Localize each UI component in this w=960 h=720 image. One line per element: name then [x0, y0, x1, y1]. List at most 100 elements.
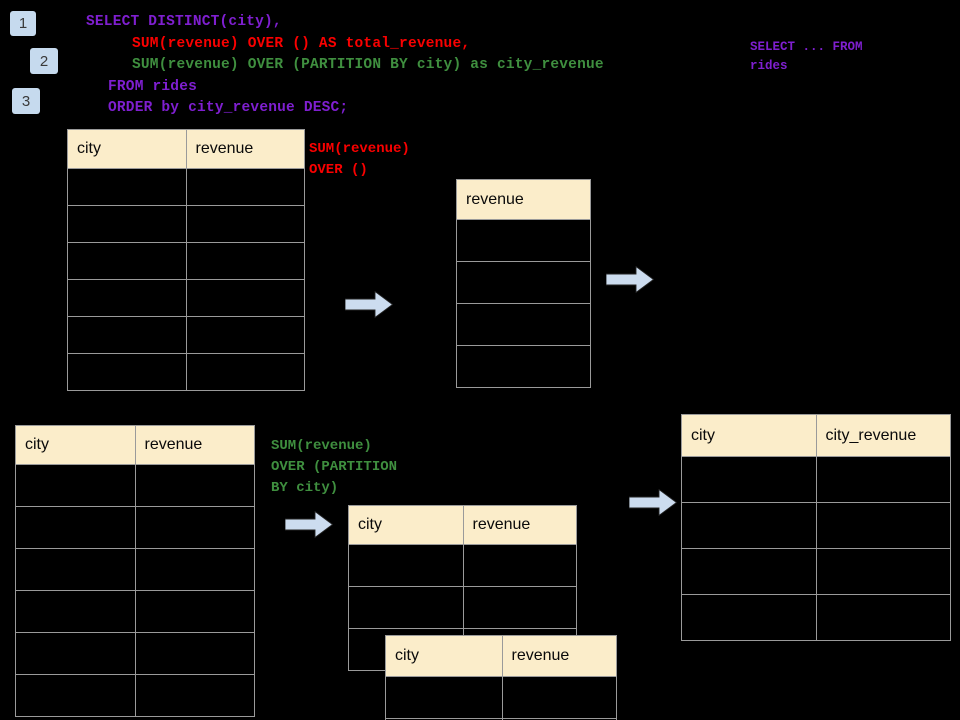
column-header-city: city — [681, 414, 817, 457]
table-cell-city — [67, 279, 187, 317]
table-cell-revenue — [185, 316, 305, 354]
table-cell-city — [15, 548, 136, 591]
table-cell-city — [67, 205, 187, 243]
table-cell-city — [15, 590, 136, 633]
table-cell-revenue — [501, 718, 617, 720]
column-header-revenue: revenue — [456, 179, 591, 220]
table-row — [348, 586, 577, 629]
sql-line-1: SELECT DISTINCT(city), — [86, 14, 282, 30]
sql-query-code: SELECT DISTINCT(city), SUM(revenue) OVER … — [86, 12, 604, 120]
step-badge-2: 2 — [30, 48, 58, 74]
arrow-source-to-partition — [285, 511, 333, 538]
table-cell-revenue — [134, 590, 255, 633]
table-cell-revenue — [456, 345, 591, 388]
table-cell-city_revenue — [815, 548, 951, 595]
table-row — [456, 303, 591, 346]
table-row — [67, 279, 305, 317]
table-cell-revenue — [462, 544, 577, 587]
table-cell-city — [15, 464, 136, 507]
arrow-partition-to-result — [629, 489, 677, 516]
table-cell-city — [385, 718, 503, 720]
table-cell-revenue — [185, 168, 305, 206]
table-row — [456, 219, 591, 262]
table-cell-city — [681, 548, 817, 595]
table-cell-revenue — [456, 261, 591, 304]
table-row — [67, 353, 305, 391]
column-header-city: city — [348, 505, 464, 545]
table-row — [385, 718, 617, 720]
table-cell-revenue — [134, 506, 255, 549]
step-badge-1: 1 — [10, 11, 36, 36]
table-cell-city_revenue — [815, 456, 951, 503]
column-header-revenue: revenue — [462, 505, 577, 545]
table-cell-city — [67, 353, 187, 391]
table-cell-revenue — [134, 674, 255, 717]
table-cell-city — [15, 632, 136, 675]
table-row — [348, 544, 577, 587]
table-row — [67, 316, 305, 354]
table-row — [15, 548, 255, 591]
table-row — [67, 205, 305, 243]
column-header-revenue: revenue — [185, 129, 305, 169]
table-cell-city — [67, 242, 187, 280]
sum-over-partition-note: SUM(revenue) OVER (PARTITION BY city) — [271, 438, 398, 496]
table-cell-city_revenue — [815, 502, 951, 549]
arrow-total-to-result — [606, 266, 654, 293]
column-header-city: city — [67, 129, 187, 169]
arrow-source-to-total — [345, 291, 393, 318]
table-cell-revenue — [134, 632, 255, 675]
table-row — [67, 242, 305, 280]
table-cell-city — [385, 676, 503, 719]
table-row — [681, 594, 951, 641]
table-cell-revenue — [134, 464, 255, 507]
table-cell-city — [67, 316, 187, 354]
total-revenue-table: revenue — [456, 179, 591, 388]
table-row — [456, 261, 591, 304]
table-cell-city — [681, 594, 817, 641]
table-cell-revenue — [462, 586, 577, 629]
table-cell-revenue — [456, 219, 591, 262]
table-row — [385, 676, 617, 719]
table-row — [15, 506, 255, 549]
table-cell-city — [348, 544, 464, 587]
table-cell-revenue — [456, 303, 591, 346]
table-cell-city — [348, 586, 464, 629]
table-row — [15, 632, 255, 675]
table-cell-revenue — [501, 676, 617, 719]
table-cell-revenue — [185, 353, 305, 391]
table-cell-revenue — [134, 548, 255, 591]
sql-line-4: FROM rides — [108, 78, 198, 95]
table-row — [681, 502, 951, 549]
step-badge-3: 3 — [12, 88, 40, 114]
table-header-row: revenue — [456, 179, 591, 220]
sql-line-3: SUM(revenue) OVER (PARTITION BY city) as… — [132, 57, 604, 73]
table-cell-city_revenue — [815, 594, 951, 641]
table-row — [681, 548, 951, 595]
column-header-city: city — [385, 635, 503, 677]
column-header-revenue: revenue — [501, 635, 617, 677]
table-row — [67, 168, 305, 206]
table-cell-revenue — [185, 242, 305, 280]
table-cell-city — [67, 168, 187, 206]
table-cell-city — [15, 674, 136, 717]
table-row — [456, 345, 591, 388]
table-cell-city — [681, 502, 817, 549]
table-row — [15, 674, 255, 717]
column-header-city: city — [15, 425, 136, 465]
table-row — [15, 590, 255, 633]
column-header-revenue: revenue — [134, 425, 255, 465]
sum-over-empty-note: SUM(revenue) OVER () — [309, 141, 410, 178]
table-row — [681, 456, 951, 503]
sql-line-5: ORDER by city_revenue DESC; — [108, 100, 349, 116]
sql-line-2: SUM(revenue) OVER () AS total_revenue, — [132, 35, 471, 52]
